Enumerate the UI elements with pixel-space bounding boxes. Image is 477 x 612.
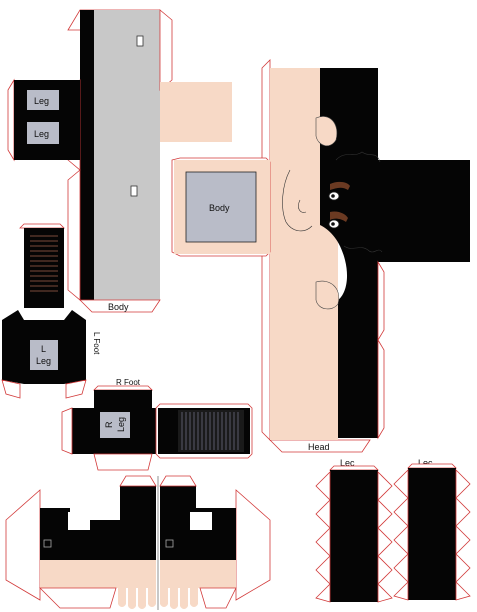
body-side-label: Body: [209, 203, 230, 213]
arm-button-mark: [43, 539, 52, 548]
leg-label-bottom: Leg: [34, 129, 49, 139]
right-foot-label: R Foot: [116, 378, 141, 387]
leg-side-panel: Leg Leg: [7, 78, 80, 162]
leg-label-top: Leg: [34, 96, 49, 106]
body-button-mark: [136, 35, 144, 47]
head-piece: Head: [261, 59, 470, 453]
lec-left-label: Lec: [340, 458, 355, 468]
body-skin-flap: [160, 82, 232, 142]
leg-label-box-bottom: [27, 122, 59, 144]
lec-left-piece: Lec: [315, 458, 393, 603]
body-label-panel: Body: [171, 157, 271, 257]
left-foot-label: L Foot: [92, 332, 101, 355]
body-gray-box: [185, 171, 257, 243]
lec-right-piece: Lec: [393, 458, 471, 601]
left-foot-piece: L Leg L Foot: [1, 223, 101, 399]
arm-button-mark: [165, 539, 174, 548]
arms-piece: [5, 475, 271, 610]
r-leg-label-line2: Leg: [116, 417, 126, 432]
r-leg-box: [100, 412, 130, 438]
body-bottom-label: Body: [108, 302, 129, 312]
right-foot-piece: R Foot R Leg: [61, 378, 253, 471]
r-leg-label-line1: R: [104, 421, 114, 428]
l-leg-label-line1: L: [41, 344, 46, 354]
l-leg-label-line2: Leg: [36, 356, 51, 366]
leg-label-box-top: [27, 90, 59, 110]
lec-right-label: Lec: [418, 458, 433, 468]
head-label: Head: [308, 442, 330, 452]
body-piece: Body: [67, 9, 173, 313]
l-leg-box: [30, 340, 58, 370]
body-button-mark: [130, 185, 138, 197]
